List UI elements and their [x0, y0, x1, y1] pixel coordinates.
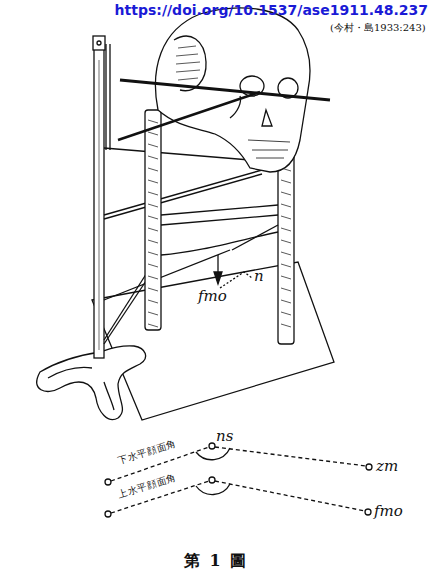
- skull-hatch: [176, 46, 200, 80]
- pointer-arm: [104, 174, 262, 219]
- rod-cap: [93, 36, 105, 50]
- projection-line: [220, 272, 252, 288]
- figure-caption: 第 1 圖: [184, 552, 248, 570]
- tripod-base: [37, 346, 146, 420]
- diag-bar: [232, 225, 278, 250]
- plumb-line: [217, 255, 218, 272]
- rod-guide: [109, 44, 110, 150]
- point-label: fmo: [198, 288, 227, 305]
- brace-bar: [104, 268, 150, 340]
- angle-label: 下水平顔面角: [117, 439, 177, 467]
- teeth: [248, 140, 290, 158]
- angle-label: 上水平顔面角: [117, 473, 177, 501]
- rod-guide: [105, 44, 106, 150]
- cross-bar: [161, 215, 278, 225]
- cross-bar: [161, 205, 278, 215]
- base-detail: [48, 367, 114, 410]
- point-label: ns: [216, 428, 233, 445]
- skull-shading: [174, 36, 206, 91]
- paper-sheet: [92, 262, 334, 420]
- arm-bar: [104, 148, 250, 160]
- vertical-rod: [94, 40, 104, 358]
- rod-screw: [97, 41, 101, 45]
- point-label: zm: [376, 458, 398, 475]
- ear-bar: [120, 80, 330, 100]
- doi-watermark: https://doi.org/10.1537/ase1911.48.237: [115, 3, 428, 18]
- cross-wire: [161, 232, 278, 255]
- point-label: n: [254, 268, 264, 285]
- citation: (今村・島1933:243): [330, 22, 426, 33]
- plumb-bob: [214, 272, 222, 284]
- point-label: fmo: [374, 503, 403, 520]
- nasal-aperture: [262, 110, 272, 126]
- rod-line: [99, 60, 100, 350]
- orbit-pointer: [118, 92, 260, 140]
- left-post: [145, 110, 161, 330]
